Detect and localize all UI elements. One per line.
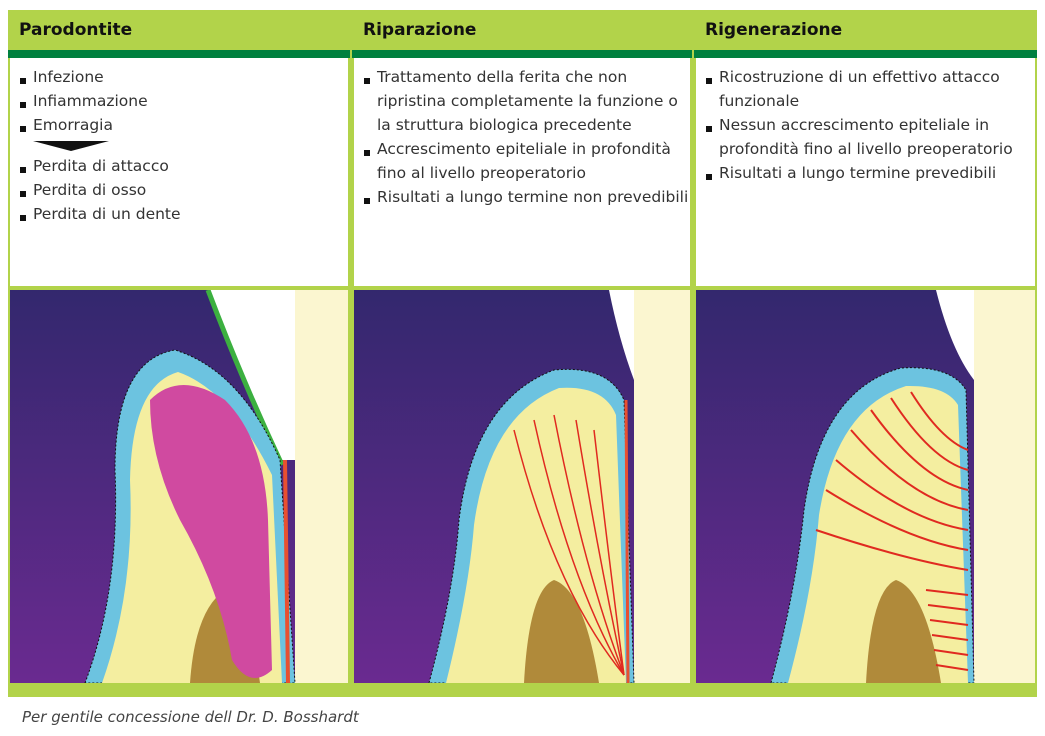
column-riparazione: Riparazione Trattamento della ferita che… <box>352 10 692 697</box>
list-item: Accrescimento epiteliale in profondità f… <box>363 137 690 185</box>
list-item: Ricostruzione di un effettivo attacco fu… <box>705 65 1035 113</box>
list-item: Perdita di osso <box>19 178 348 202</box>
list-item: Infezione <box>19 65 348 89</box>
illustration-parodontite <box>10 290 348 683</box>
list-item: Perdita di attacco <box>19 154 348 178</box>
header-stripe <box>694 50 1037 58</box>
arrow-down-icon <box>33 141 109 151</box>
column-text: Infezione Infiammazione Emorragia Perdit… <box>10 58 348 286</box>
column-parodontite: Parodontite Infezione Infiammazione Emor… <box>8 10 350 697</box>
column-rigenerazione: Rigenerazione Ricostruzione di un effett… <box>694 10 1037 697</box>
comparison-table: Parodontite Infezione Infiammazione Emor… <box>8 10 1037 697</box>
header-stripe <box>8 50 350 58</box>
list-item: Emorragia <box>19 113 348 137</box>
list-item: Perdita di un dente <box>19 202 348 226</box>
list-item: Infiammazione <box>19 89 348 113</box>
list-item: Trattamento della ferita che non riprist… <box>363 65 690 137</box>
header-stripe <box>352 50 692 58</box>
figure-caption: Per gentile concessione dell Dr. D. Boss… <box>22 708 359 726</box>
column-header: Parodontite <box>19 20 133 40</box>
column-text: Ricostruzione di un effettivo attacco fu… <box>696 58 1035 286</box>
column-text: Trattamento della ferita che non riprist… <box>354 58 690 286</box>
column-header: Rigenerazione <box>705 20 843 40</box>
illustration-riparazione <box>354 290 690 683</box>
list-item: Risultati a lungo termine non prevedibil… <box>363 185 690 209</box>
illustration-rigenerazione <box>696 290 1035 683</box>
list-item: Risultati a lungo termine prevedibili <box>705 161 1035 185</box>
column-header: Riparazione <box>363 20 477 40</box>
list-item: Nessun accrescimento epiteliale in profo… <box>705 113 1035 161</box>
